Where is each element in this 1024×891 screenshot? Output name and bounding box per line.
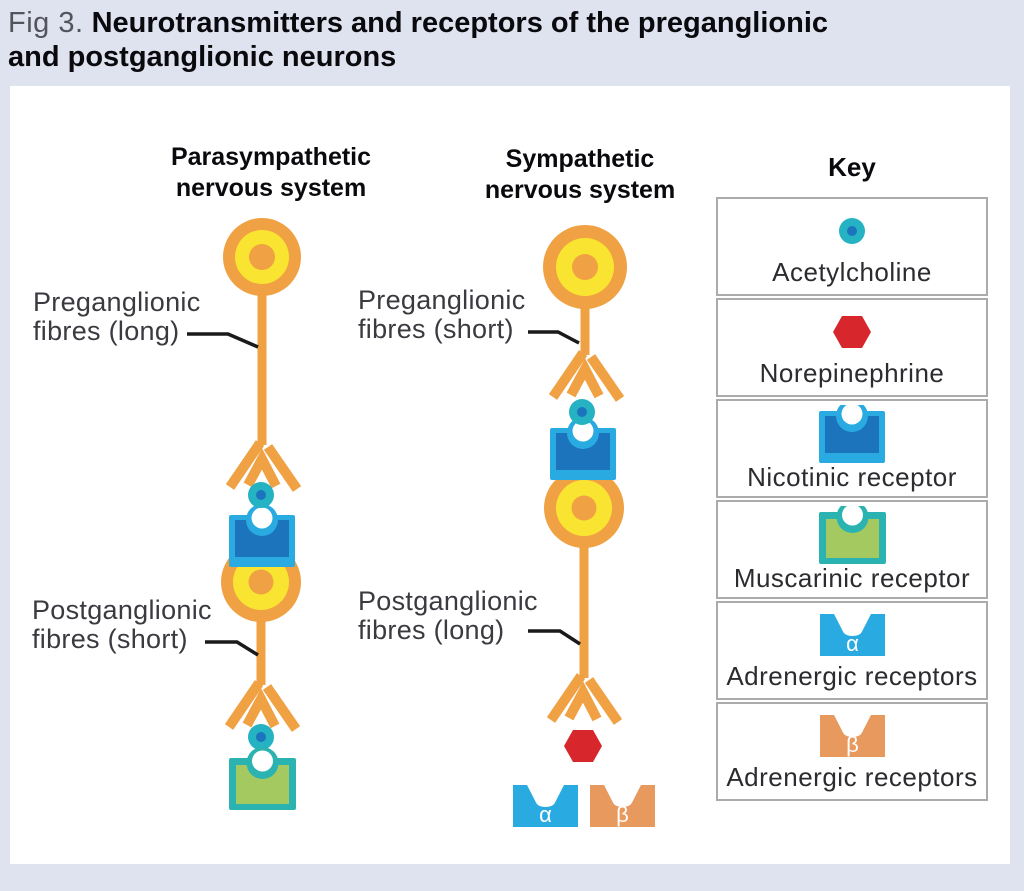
alpha-symbol: α: [539, 802, 552, 827]
beta-symbol: β: [846, 732, 859, 757]
muscarinic-receptor-icon: [818, 506, 886, 564]
key-item-acetylcholine: Acetylcholine: [716, 197, 988, 296]
label-parasympathetic-preganglionic: Preganglionic fibres (long): [33, 287, 201, 346]
norepinephrine-icon: [833, 315, 871, 348]
key-item-muscarinic-receptor: Muscarinic receptor: [716, 500, 988, 599]
nicotinic-receptor-icon: [229, 504, 295, 567]
leader-line: [205, 640, 259, 657]
key-label: Nicotinic receptor: [747, 462, 957, 492]
preganglionic-soma: [543, 225, 627, 309]
nicotinic-receptor-icon: [550, 417, 616, 480]
axon-terminal-fork: [546, 673, 623, 725]
figure-number: Fig 3.: [8, 7, 84, 39]
heading-sympathetic: Sympathetic nervous system: [484, 145, 676, 204]
sympathetic-neuron-chain: α β: [513, 225, 655, 827]
key-label: Adrenergic receptors: [726, 661, 978, 691]
preganglionic-soma: [223, 218, 301, 296]
alpha-symbol: α: [846, 631, 859, 656]
norepinephrine-icon: [564, 730, 602, 762]
label-sympathetic-preganglionic: Preganglionic fibres (short): [358, 285, 526, 344]
heading-parasympathetic: Parasympathetic nervous system: [170, 143, 372, 202]
adrenergic-alpha-receptor-icon: α: [819, 613, 885, 656]
acetylcholine-icon: [248, 482, 274, 508]
key-title: Key: [828, 152, 876, 182]
key-item-adrenergic-beta: β Adrenergic receptors: [716, 702, 988, 801]
muscarinic-receptor-icon: [229, 747, 296, 810]
leader-line: [187, 332, 259, 349]
key-label: Muscarinic receptor: [733, 563, 971, 593]
key-item-norepinephrine: Norepinephrine: [716, 298, 988, 397]
key-label: Acetylcholine: [772, 257, 932, 287]
acetylcholine-icon: [569, 399, 595, 425]
figure-title: Fig 3. Neurotransmitters and receptors o…: [8, 6, 1016, 74]
adrenergic-beta-receptor-icon: β: [819, 714, 885, 757]
nicotinic-receptor-icon: [819, 405, 885, 463]
beta-symbol: β: [616, 802, 629, 827]
figure-title-line1: Fig 3. Neurotransmitters and receptors o…: [8, 6, 1016, 40]
figure-title-line2: and postganglionic neurons: [8, 41, 397, 73]
diagram-panel: Parasympathetic nervous system Sympathet…: [10, 86, 1010, 864]
figure-title-text: Neurotransmitters and receptors of the p…: [91, 7, 829, 39]
postganglionic-soma: [544, 468, 624, 548]
key-label: Adrenergic receptors: [726, 762, 978, 792]
axon-terminal-fork: [225, 440, 302, 492]
acetylcholine-icon: [839, 217, 865, 244]
label-sympathetic-postganglionic: Postganglionic fibres (long): [358, 586, 538, 645]
leader-line: [528, 330, 580, 345]
adrenergic-alpha-receptor-icon: α: [513, 785, 578, 827]
key: Key Acetylcholine Norepinephrine Nicotin…: [716, 152, 988, 803]
label-parasympathetic-postganglionic: Postganglionic fibres (short): [32, 595, 212, 654]
key-item-adrenergic-alpha: α Adrenergic receptors: [716, 601, 988, 700]
adrenergic-beta-receptor-icon: β: [590, 785, 655, 827]
axon-terminal-fork: [548, 350, 625, 402]
parasympathetic-neuron-chain: [187, 218, 302, 810]
neuron-diagram: α β: [187, 218, 655, 827]
acetylcholine-icon: [248, 724, 274, 750]
axon-terminal-fork: [224, 680, 301, 732]
key-label: Norepinephrine: [759, 358, 945, 388]
leader-line: [528, 629, 581, 646]
key-item-nicotinic-receptor: Nicotinic receptor: [716, 399, 988, 498]
